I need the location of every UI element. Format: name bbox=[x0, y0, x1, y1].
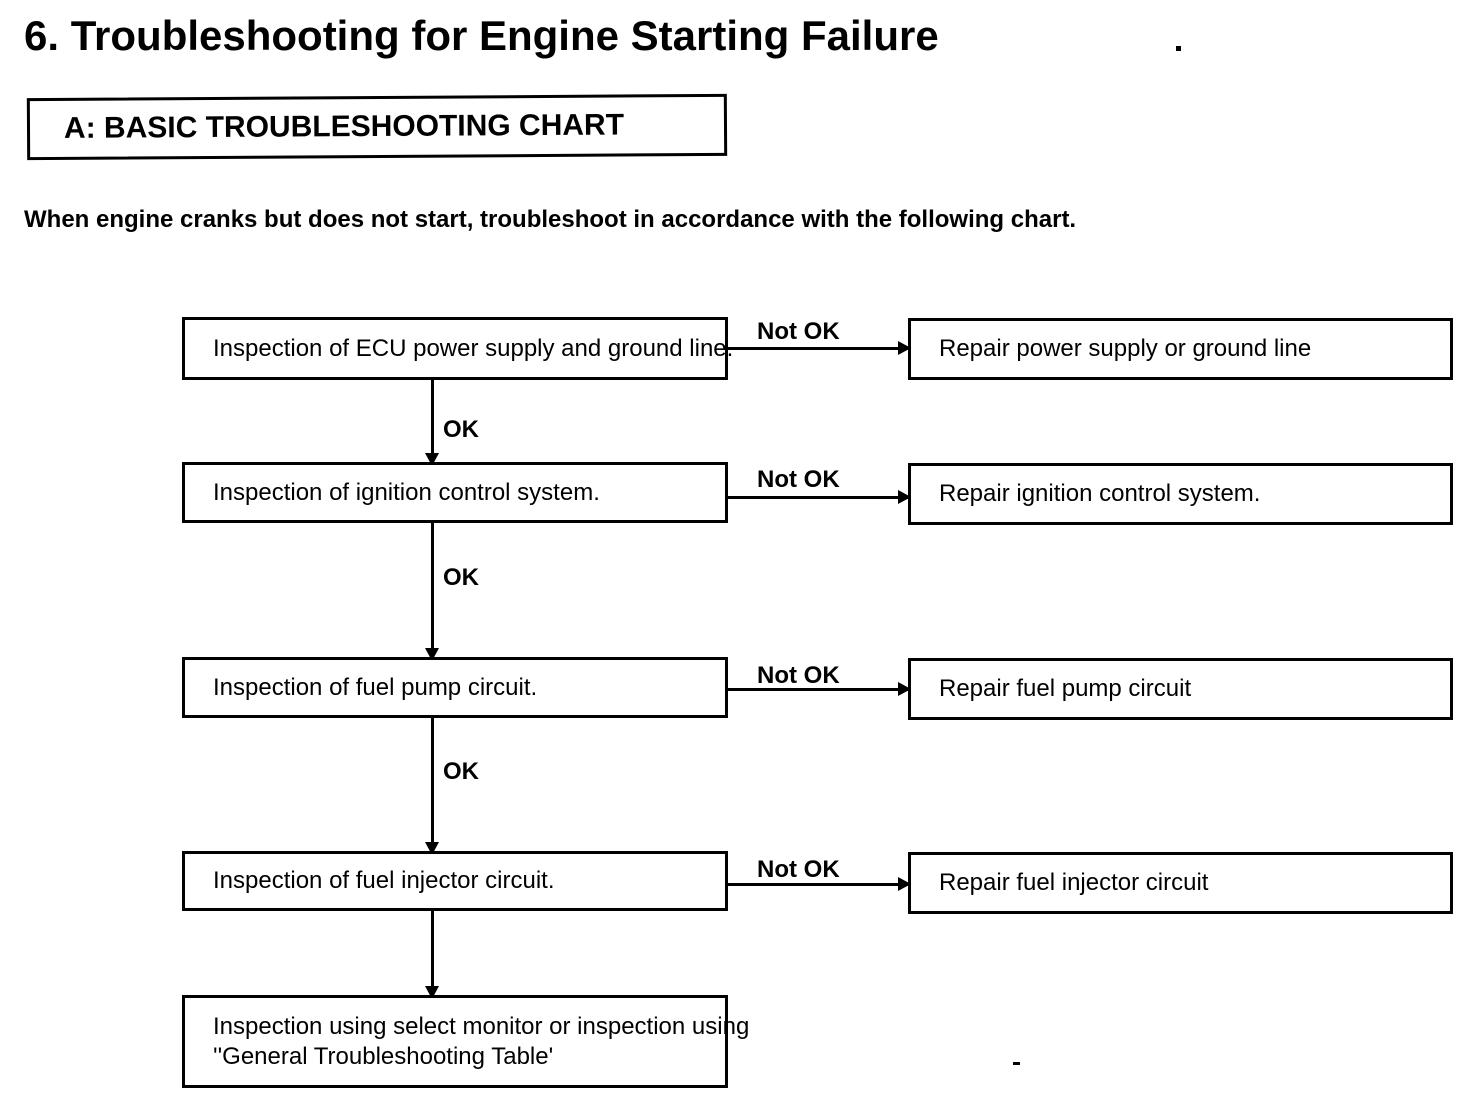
ok-arrow-2 bbox=[425, 521, 439, 661]
section-heading-box: A: BASIC TROUBLESHOOTING CHART bbox=[26, 93, 728, 161]
inspection-label: Inspection of ECU power supply and groun… bbox=[213, 334, 734, 362]
repair-box-power-supply: Repair power supply or ground line bbox=[908, 318, 1453, 380]
final-step-line2: ''General Troubleshooting Table' bbox=[213, 1042, 554, 1070]
intro-text: When engine cranks but does not start, t… bbox=[24, 206, 1077, 233]
page-title: 6. Troubleshooting for Engine Starting F… bbox=[24, 12, 939, 59]
repair-box-fuel-injector: Repair fuel injector circuit bbox=[908, 852, 1453, 914]
repair-label: Repair power supply or ground line bbox=[939, 335, 1312, 362]
ok-arrow-3 bbox=[425, 716, 439, 855]
final-step-box: Inspection using select monitor or inspe… bbox=[182, 995, 749, 1088]
repair-label: Repair ignition control system. bbox=[939, 480, 1261, 507]
section-heading: A: BASIC TROUBLESHOOTING CHART bbox=[63, 108, 625, 145]
inspection-box-fuel-pump: Inspection of fuel pump circuit. bbox=[182, 657, 728, 718]
final-step-line1: Inspection using select monitor or inspe… bbox=[213, 1012, 750, 1040]
repair-label: Repair fuel pump circuit bbox=[939, 675, 1192, 702]
ok-label-3: OK bbox=[443, 758, 479, 785]
inspection-box-fuel-injector: Inspection of fuel injector circuit. bbox=[182, 851, 728, 911]
scan-speck-top bbox=[1176, 46, 1181, 51]
ok-arrow-1 bbox=[425, 378, 439, 466]
not-ok-label-2: Not OK bbox=[757, 466, 840, 493]
inspection-label: Inspection of ignition control system. bbox=[213, 478, 600, 506]
repair-box-fuel-pump: Repair fuel pump circuit bbox=[908, 658, 1453, 720]
not-ok-arrow-3 bbox=[728, 682, 911, 696]
not-ok-arrow-1 bbox=[728, 341, 911, 355]
inspection-label: Inspection of fuel pump circuit. bbox=[213, 673, 538, 701]
not-ok-label-3: Not OK bbox=[757, 662, 840, 689]
ok-label-1: OK bbox=[443, 416, 479, 443]
not-ok-arrow-2 bbox=[728, 490, 911, 504]
scan-speck-bottom bbox=[1013, 1062, 1020, 1065]
ok-label-2: OK bbox=[443, 564, 479, 591]
not-ok-label-4: Not OK bbox=[757, 856, 840, 883]
repair-box-ignition: Repair ignition control system. bbox=[908, 463, 1453, 525]
final-arrow bbox=[425, 909, 439, 999]
inspection-box-ignition: Inspection of ignition control system. bbox=[182, 462, 728, 523]
not-ok-arrow-4 bbox=[728, 877, 911, 891]
repair-label: Repair fuel injector circuit bbox=[939, 869, 1209, 896]
inspection-box-ecu-power: Inspection of ECU power supply and groun… bbox=[182, 317, 733, 380]
inspection-label: Inspection of fuel injector circuit. bbox=[213, 867, 555, 894]
not-ok-label-1: Not OK bbox=[757, 318, 840, 345]
